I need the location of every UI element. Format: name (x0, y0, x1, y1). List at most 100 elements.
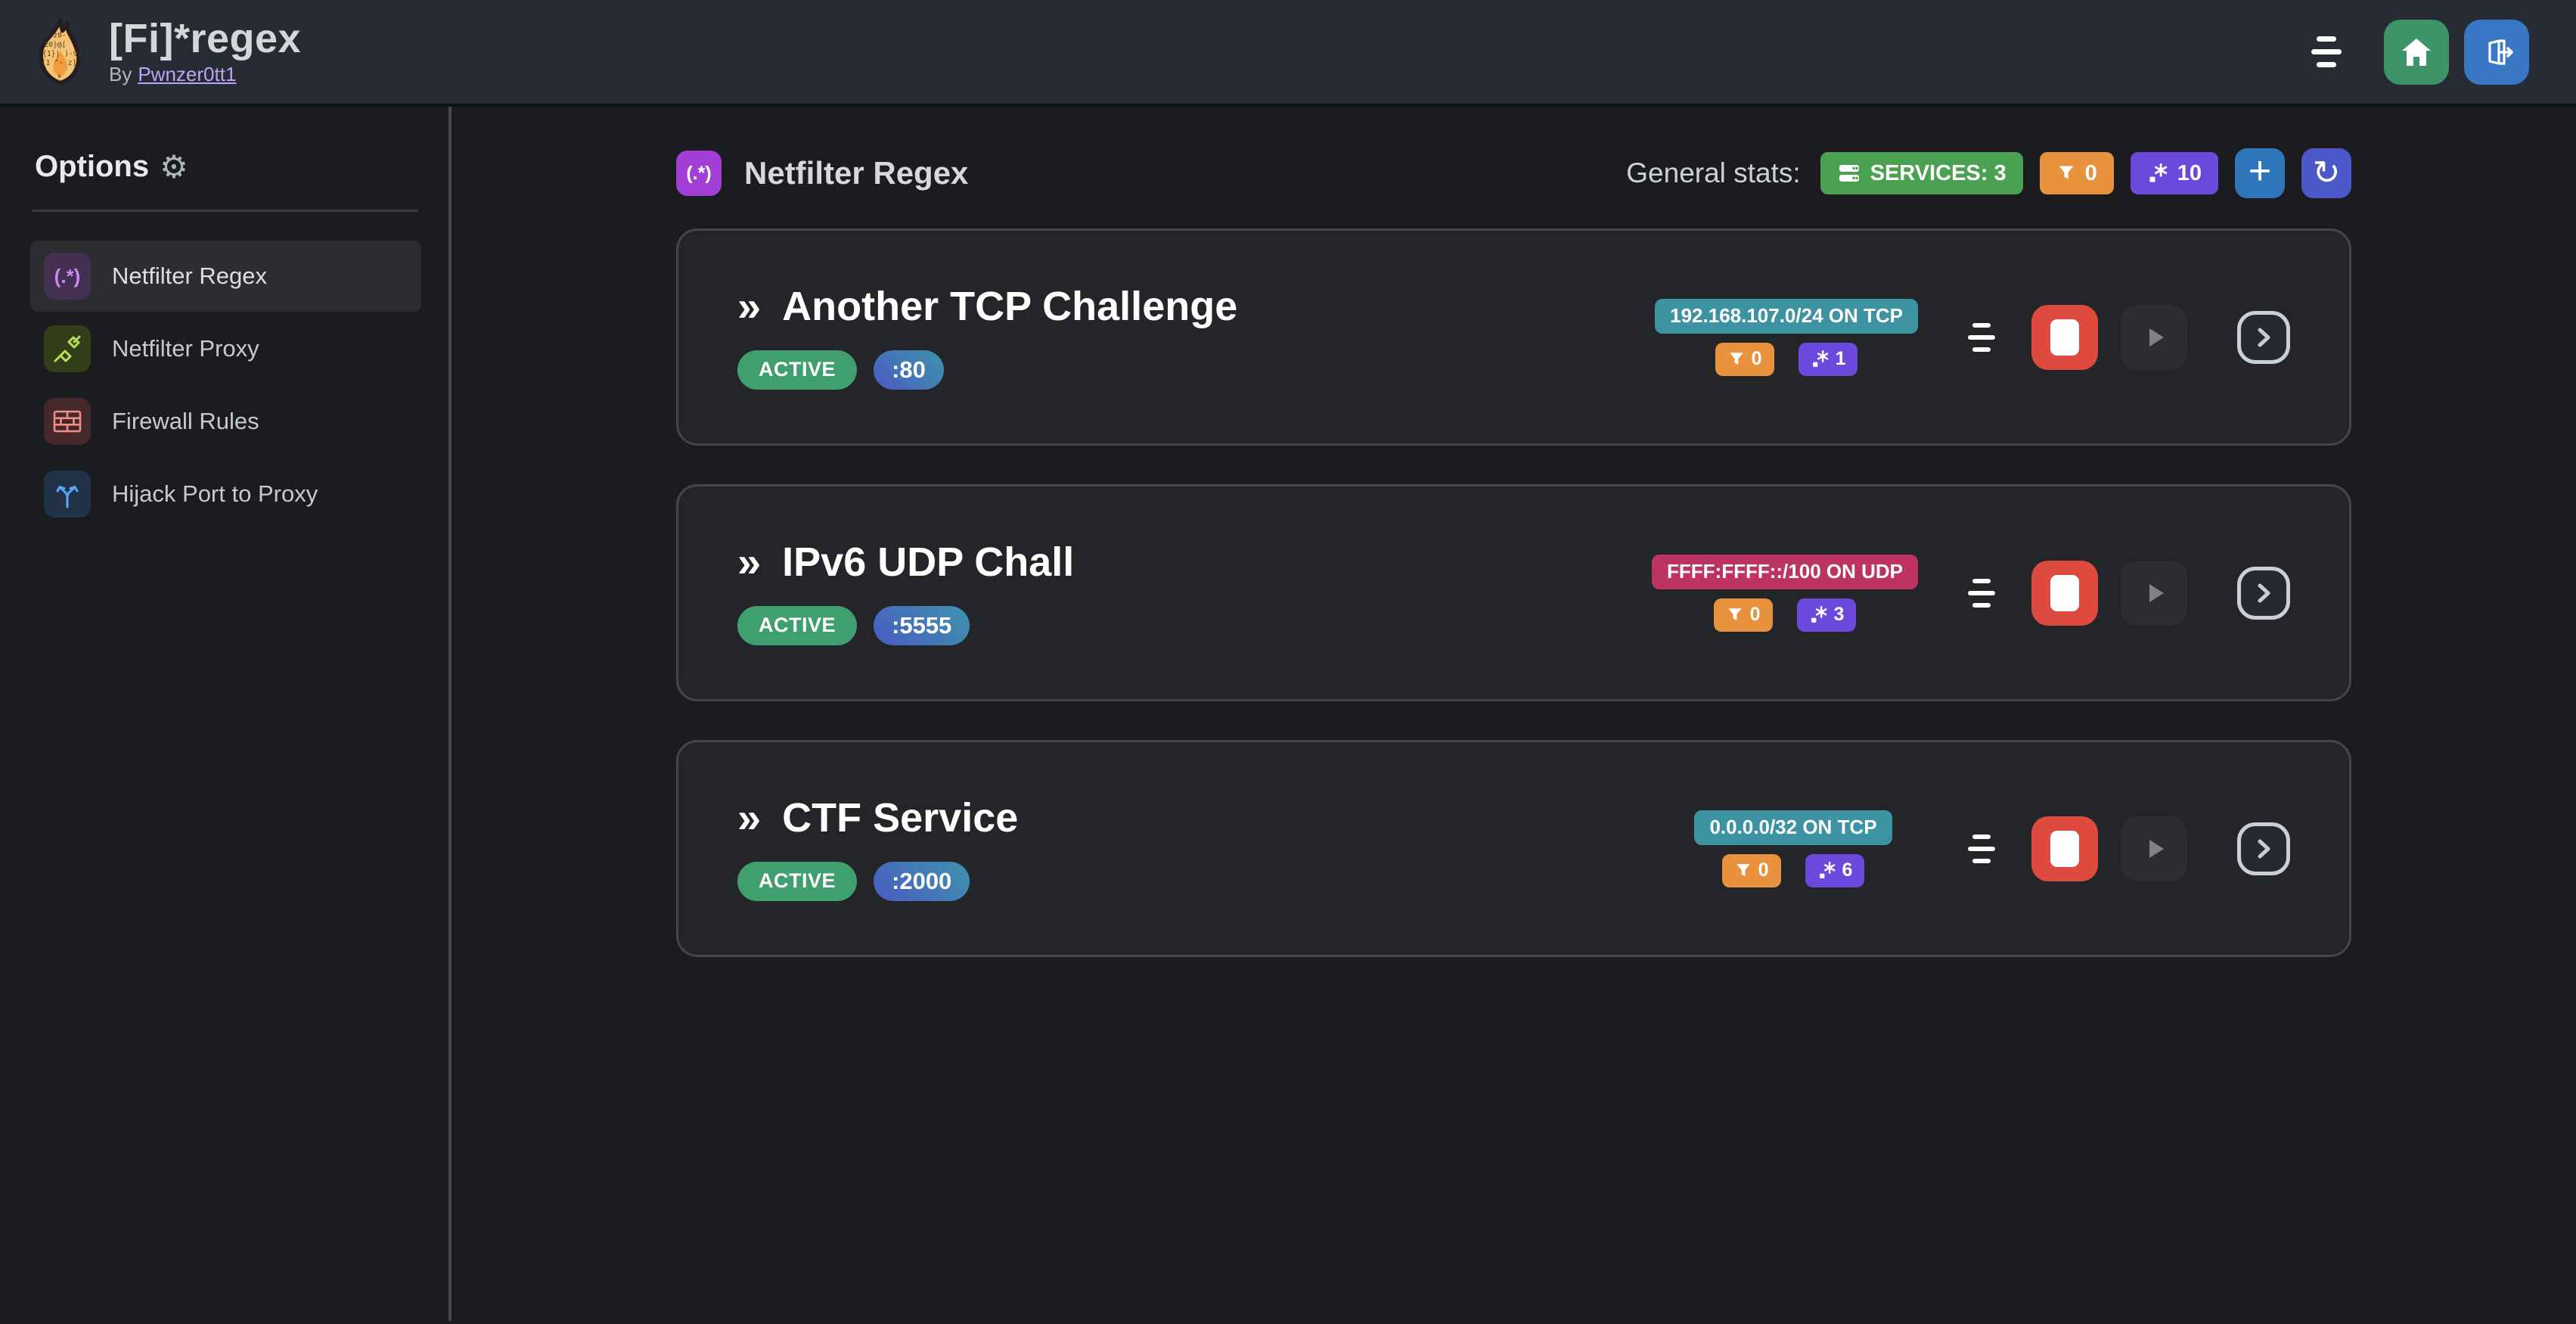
svg-text:(1 ^- z]: (1 ^- z] (42, 58, 76, 67)
service-regexes-count: 6 (1842, 859, 1853, 881)
sidebar-item-label: Netfilter Regex (112, 263, 268, 289)
start-service-button-disabled[interactable] (2121, 816, 2187, 881)
address-badge: 0.0.0.0/32 ON TCP (1694, 810, 1892, 845)
menu-icon[interactable] (2311, 36, 2342, 67)
service-filters-badge: 0 (1715, 342, 1774, 376)
service-regexes-badge: 6 (1805, 853, 1865, 887)
services-count-text: SERVICES: 3 (1870, 160, 2006, 185)
service-menu-icon[interactable] (1968, 834, 1995, 863)
chevron-right-icon (2258, 839, 2270, 858)
page-title-block: (.*) Netfilter Regex (676, 151, 968, 196)
service-controls: 0.0.0.0/32 ON TCP 0 (1668, 810, 2290, 887)
double-chevron-icon: » (737, 281, 762, 330)
service-controls: FFFF:FFFF::/100 ON UDP 0 (1652, 554, 2290, 632)
byline-author-link[interactable]: Pwnzer0tt1 (138, 63, 237, 86)
svg-text:*: * (57, 73, 62, 82)
split-arrows-icon (44, 471, 91, 517)
svg-text:20}@[: 20}@[ (45, 40, 67, 48)
svg-text:{1}| )-9]: {1}| )-9] (42, 49, 82, 57)
status-badge: ACTIVE (737, 861, 858, 901)
service-card: » CTF Service ACTIVE :2000 0.0.0.0/32 ON… (676, 740, 2351, 957)
start-service-button-disabled[interactable] (2121, 560, 2187, 626)
service-summary: » CTF Service ACTIVE :2000 (737, 793, 1018, 901)
dot-star-regex-icon (1812, 350, 1828, 367)
stop-service-button[interactable] (2031, 816, 2098, 881)
dot-star-regex-icon (2149, 163, 2167, 182)
service-regexes-count: 1 (1835, 348, 1846, 369)
services-count-badge: SERVICES: 3 (1820, 152, 2023, 194)
service-details-button[interactable] (2237, 822, 2290, 875)
double-chevron-icon: » (737, 793, 762, 841)
service-mini-badges: 0 3 (1713, 598, 1857, 632)
stop-icon (2050, 574, 2079, 611)
service-filters-count: 0 (1751, 348, 1762, 369)
service-title-row: » Another TCP Challenge (737, 281, 1237, 330)
sidebar-item-hijack-port[interactable]: Hijack Port to Proxy (30, 458, 421, 530)
service-stats-stack: FFFF:FFFF::/100 ON UDP 0 (1652, 554, 1918, 632)
sidebar-divider (32, 210, 418, 212)
service-controls: 192.168.107.0/24 ON TCP 0 (1655, 298, 2290, 376)
play-icon (2149, 839, 2164, 858)
play-icon (2149, 583, 2164, 602)
dot-star-regex-icon (1811, 605, 1826, 623)
sidebar-heading: Options ⚙ (30, 148, 421, 185)
funnel-icon (2059, 166, 2074, 179)
app-branding: -z0- 20}@[ {1}| )-9] (1 ^- z] * [Fi]*reg… (30, 17, 301, 88)
service-details-button[interactable] (2237, 310, 2290, 364)
sidebar-item-label: Firewall Rules (112, 408, 259, 434)
address-badge: FFFF:FFFF::/100 ON UDP (1652, 554, 1918, 589)
stop-service-button[interactable] (2031, 560, 2098, 626)
service-stats-stack: 0.0.0.0/32 ON TCP 0 (1668, 810, 1918, 887)
start-service-button-disabled[interactable] (2121, 304, 2187, 370)
app-header: -z0- 20}@[ {1}| )-9] (1 ^- z] * [Fi]*reg… (0, 0, 2576, 107)
service-menu-icon[interactable] (1968, 322, 1995, 352)
service-regexes-badge: 1 (1798, 342, 1858, 376)
sidebar-heading-label: Options (35, 150, 150, 183)
flame-logo: -z0- 20}@[ {1}| )-9] (1 ^- z] * (39, 17, 82, 85)
add-service-button[interactable]: + (2235, 148, 2285, 198)
stop-service-button[interactable] (2031, 304, 2098, 370)
sidebar-item-netfilter-regex[interactable]: (.*) Netfilter Regex (30, 241, 421, 312)
service-menu-icon[interactable] (1968, 578, 1995, 608)
service-mini-badges: 0 6 (1721, 853, 1865, 887)
service-regexes-badge: 3 (1796, 598, 1857, 632)
svg-text:-z0-: -z0- (49, 31, 67, 39)
service-badges: ACTIVE :2000 (737, 861, 1018, 901)
main-content: (.*) Netfilter Regex General stats: SERV… (452, 107, 2576, 1321)
plug-icon (44, 325, 91, 372)
double-chevron-icon: » (737, 537, 762, 586)
byline: By Pwnzer0tt1 (109, 63, 301, 86)
home-button[interactable] (2384, 19, 2449, 85)
service-filters-count: 0 (1758, 859, 1769, 881)
general-stats-label: General stats: (1626, 157, 1801, 188)
sidebar-item-netfilter-proxy[interactable]: Netfilter Proxy (30, 313, 421, 384)
server-icon (1839, 165, 1859, 182)
sidebar-item-firewall-rules[interactable]: Firewall Rules (30, 386, 421, 457)
sidebar-item-label: Hijack Port to Proxy (112, 480, 318, 507)
address-badge: 192.168.107.0/24 ON TCP (1655, 298, 1918, 334)
regex-icon: (.*) (44, 253, 91, 300)
service-stats-stack: 192.168.107.0/24 ON TCP 0 (1655, 298, 1918, 376)
regexes-count-text: 10 (2177, 160, 2202, 185)
byline-prefix: By (109, 63, 132, 86)
brick-wall-icon (44, 398, 91, 445)
service-badges: ACTIVE :80 (737, 350, 1237, 390)
funnel-icon (1729, 352, 1743, 365)
port-badge: :5555 (874, 605, 970, 645)
service-title-row: » IPv6 UDP Chall (737, 537, 1074, 586)
main-header: (.*) Netfilter Regex General stats: SERV… (676, 148, 2351, 198)
chevron-right-icon (2258, 583, 2270, 602)
service-regexes-count: 3 (1833, 604, 1845, 625)
logout-button[interactable] (2464, 19, 2529, 85)
service-card: » Another TCP Challenge ACTIVE :80 192.1… (676, 228, 2351, 446)
status-badge: ACTIVE (737, 605, 858, 645)
refresh-button[interactable]: ↻ (2301, 148, 2351, 198)
service-details-button[interactable] (2237, 566, 2290, 620)
filters-count-text: 0 (2084, 160, 2097, 185)
service-mini-badges: 0 1 (1715, 342, 1858, 376)
logout-icon (2488, 39, 2513, 65)
regexes-count-badge: 10 (2130, 152, 2218, 194)
play-icon (2149, 328, 2164, 347)
